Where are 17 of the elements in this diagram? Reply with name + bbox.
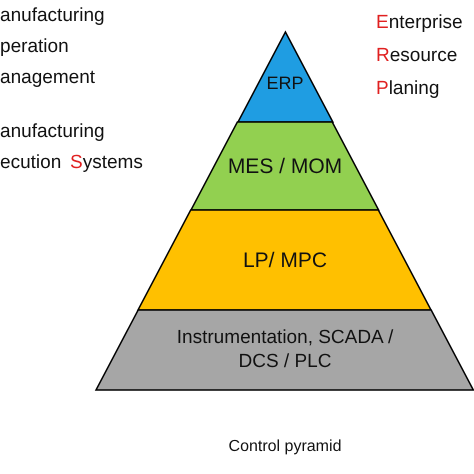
pyramid-tier [191,122,379,210]
tier-label: MES / MOM [226,154,344,180]
caption: Control pyramid [228,438,342,456]
pyramid-tier [96,310,474,390]
tier-label: LP/ MPC [242,248,328,274]
annotation-text: anufacturing [0,6,105,25]
annotation-text: anufacturing [0,122,105,141]
pyramid-tier [138,210,432,310]
annotation-text: ecution [0,153,62,172]
annotation-text: peration [0,37,69,56]
annotation-text: Systems [70,153,143,172]
tier-label: ERP [265,72,304,94]
annotation-text: anagement [0,68,96,87]
tier-label: Instrumentation, SCADA / DCS / PLC [176,326,394,374]
annotation-text: Resource [376,46,458,65]
annotation-text: Planing [376,79,440,98]
annotation-text: Enterprise [376,13,463,32]
